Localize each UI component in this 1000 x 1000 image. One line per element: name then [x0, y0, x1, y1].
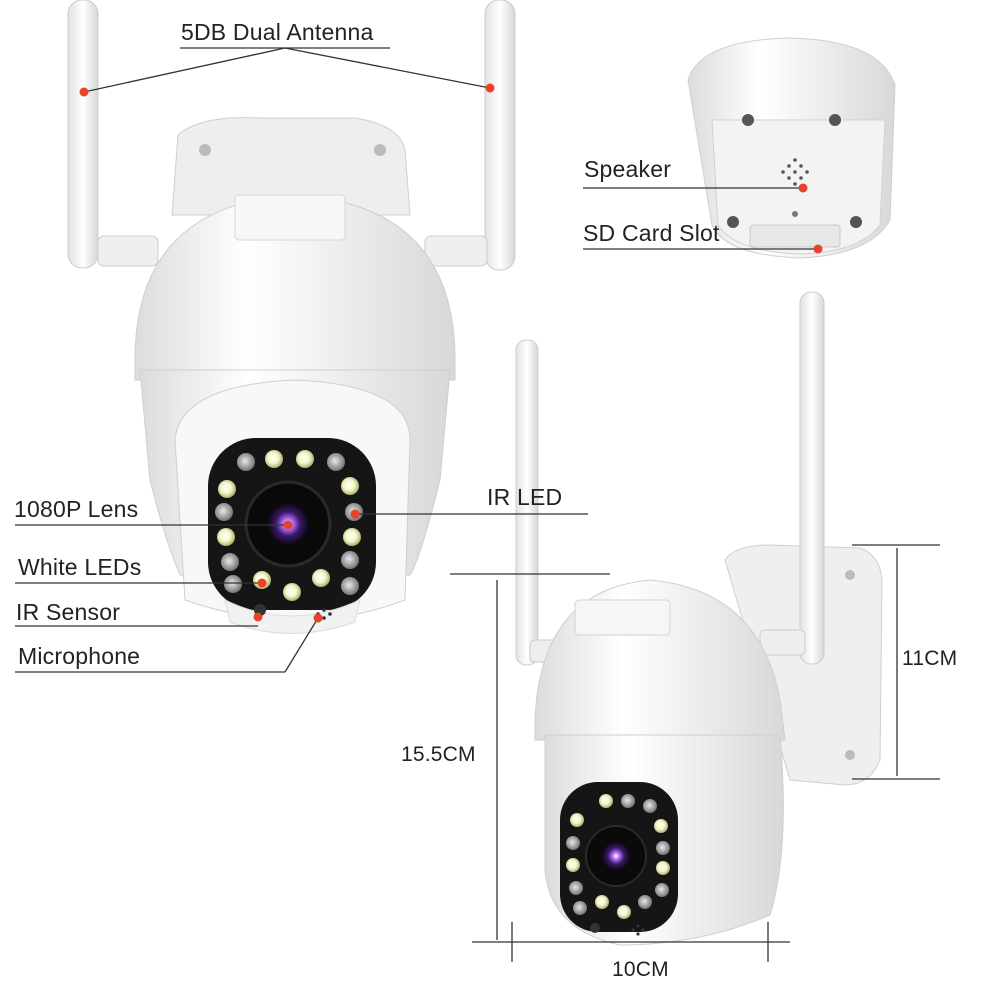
callout-lines [15, 47, 940, 962]
ir-sensor-label: IR Sensor [16, 599, 121, 625]
main-camera [67, 0, 516, 634]
white-leds-label: White LEDs [18, 554, 142, 580]
bottom-view-camera [687, 37, 896, 259]
right-antenna [484, 0, 516, 271]
microphone-label: Microphone [18, 643, 141, 669]
mount-height-dimension-label: 11CM [902, 647, 958, 670]
ir-led-label: IR LED [487, 484, 563, 510]
sd-card-label: SD Card Slot [583, 220, 720, 246]
lens-label: 1080P Lens [14, 496, 139, 522]
side-view-camera [515, 291, 883, 946]
callout-dots [79, 83, 823, 623]
led-ring [215, 450, 363, 601]
height-dimension-label: 15.5CM [401, 743, 476, 766]
antenna-label: 5DB Dual Antenna [181, 19, 374, 45]
left-antenna [67, 0, 99, 269]
width-dimension-label: 10CM [612, 958, 669, 981]
speaker-label: Speaker [584, 156, 672, 182]
